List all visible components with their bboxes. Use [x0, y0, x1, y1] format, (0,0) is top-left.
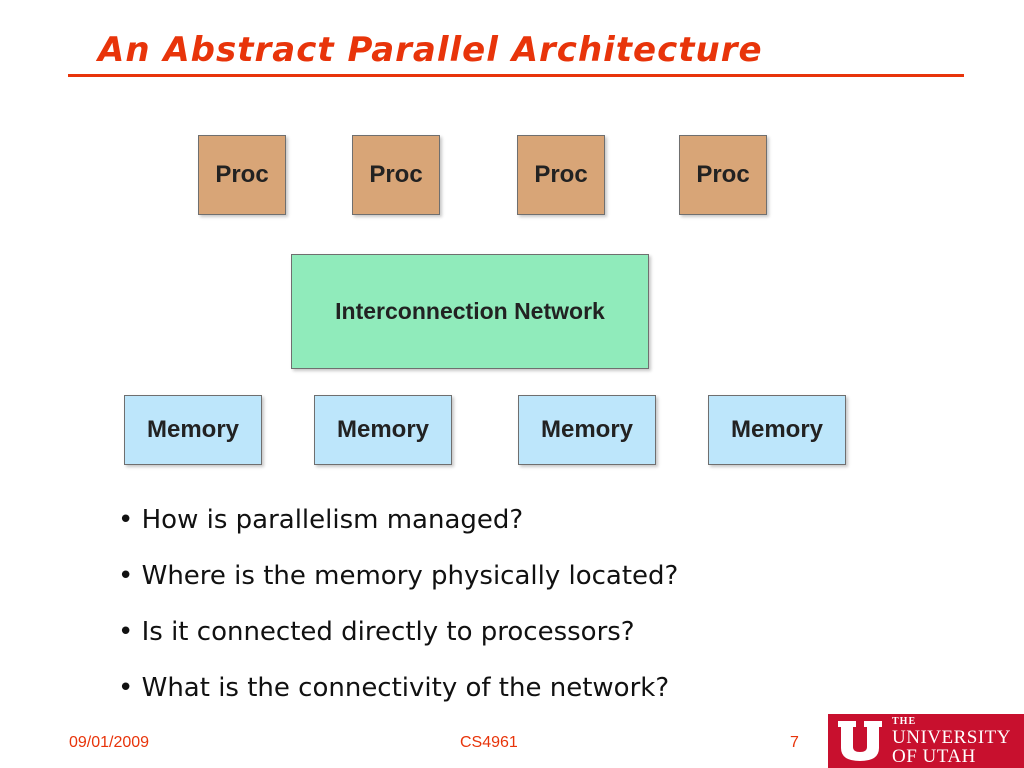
footer-page-number: 7: [790, 734, 799, 751]
footer-course: CS4961: [460, 734, 518, 751]
bullet-item: Where is the memory physically located?: [118, 554, 679, 610]
proc-box-2: Proc: [352, 135, 440, 215]
memory-box-1: Memory: [124, 395, 262, 465]
bullet-item: What is the connectivity of the network?: [118, 666, 678, 722]
proc-box-3: Proc: [517, 135, 605, 215]
block-u-icon: [838, 721, 882, 761]
logo-the-text: THE: [892, 715, 917, 727]
logo-wordmark: THE UNIVERSITY OF UTAH: [892, 715, 1011, 767]
university-of-utah-logo: THE UNIVERSITY OF UTAH: [828, 714, 1024, 768]
memory-box-2: Memory: [314, 395, 452, 465]
proc-box-1: Proc: [198, 135, 286, 215]
bullet-item: Is it connected directly to processors?: [118, 610, 678, 666]
bullet-item: How is parallelism managed?: [118, 498, 678, 554]
memory-box-4: Memory: [708, 395, 846, 465]
interconnection-network-box: Interconnection Network: [291, 254, 649, 369]
question-list: How is parallelism managed? Where is the…: [118, 498, 679, 722]
title-underline: [68, 74, 964, 77]
proc-box-4: Proc: [679, 135, 767, 215]
footer-date: 09/01/2009: [69, 734, 150, 751]
logo-of-utah-text: OF UTAH: [892, 745, 976, 767]
slide-title: An Abstract Parallel Architecture: [98, 30, 763, 70]
logo-university-text: UNIVERSITY: [892, 726, 1011, 748]
memory-box-3: Memory: [518, 395, 656, 465]
